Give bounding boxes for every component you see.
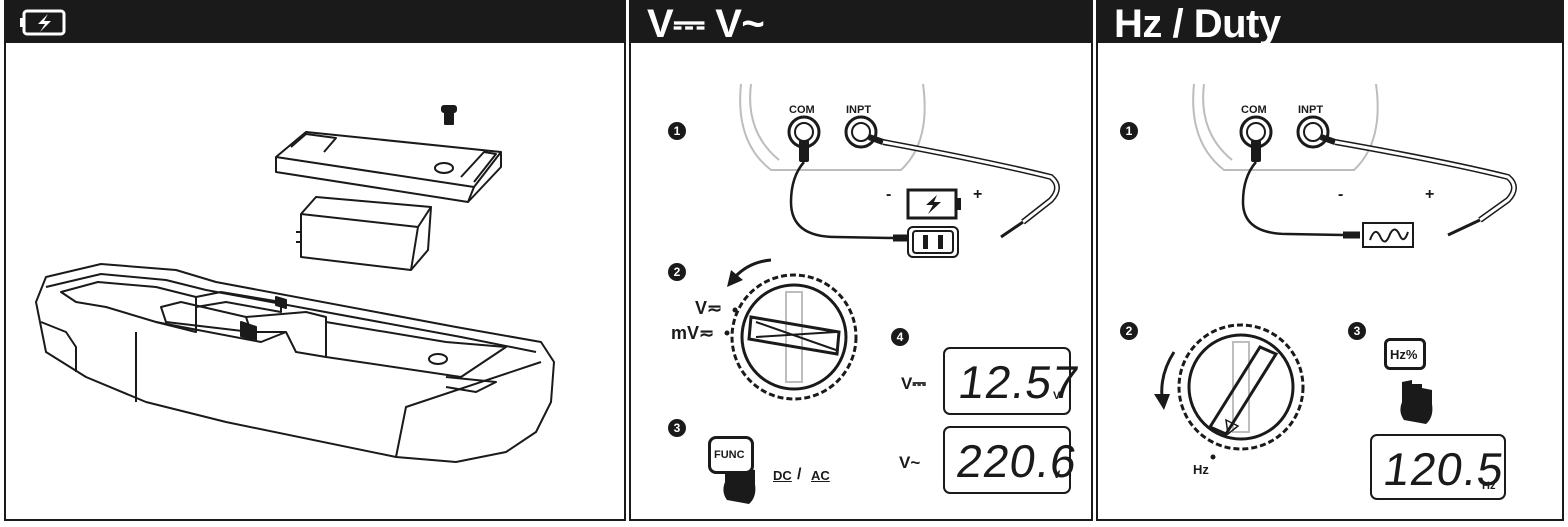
battery-charge-icon (20, 9, 66, 36)
lcd-dc-unit: V (1053, 390, 1061, 402)
lcd-dc-value: 12.57 (955, 356, 1083, 408)
frequency-panel-title: Hz / Duty (1114, 2, 1281, 46)
func-button-label: FUNC (714, 449, 745, 461)
polarity-minus-label: - (886, 186, 892, 203)
mode-separator: / (797, 466, 802, 483)
step-1-marker: 1 (668, 122, 686, 140)
lcd-ac-value: 220.6 (953, 435, 1081, 487)
input-terminal-label: INPT (846, 104, 872, 116)
rotary-dial-icon (1177, 323, 1305, 451)
polarity-plus-label: + (1425, 186, 1435, 203)
step-2-marker: 2 (668, 263, 686, 281)
step-1-marker: 1 (1120, 122, 1138, 140)
com-terminal-label: COM (789, 104, 815, 116)
battery-9v-icon (296, 196, 432, 271)
step-4-marker: 4 (891, 328, 909, 346)
polarity-minus-label: - (1338, 186, 1344, 203)
input-jack-icon (1296, 115, 1337, 149)
battery-exploded-illustration (35, 105, 555, 463)
battery-panel-header (6, 2, 624, 43)
lcd-hz-display: 120.5 Hz (1370, 434, 1508, 500)
waveform-icon (1362, 222, 1414, 248)
mode-ac-label: AC (811, 468, 830, 483)
com-jack-icon (1239, 115, 1273, 162)
lcd-hz-unit: Hz (1482, 480, 1496, 492)
polarity-plus-label: + (973, 186, 983, 203)
battery-test-icon (906, 188, 961, 220)
screw-icon (441, 105, 457, 125)
frequency-panel-header: Hz / Duty (1098, 2, 1562, 46)
battery-cover-icon (275, 131, 502, 203)
input-jack-icon (844, 115, 885, 149)
lcd-ac-display: 220.6 V (943, 426, 1081, 494)
voltage-panel: V⎓ V~ (629, 0, 1093, 521)
battery-panel (4, 0, 626, 521)
voltage-panel-title: V⎓ V~ (647, 2, 765, 46)
reading-dc-label: V⎓ (901, 374, 926, 393)
rotary-dial-icon (730, 273, 858, 401)
lcd-dc-display: 12.57 V (943, 347, 1083, 415)
com-jack-icon (787, 115, 821, 162)
hz-duty-button[interactable]: Hz% (1384, 338, 1426, 370)
lcd-ac-unit: V (1053, 469, 1061, 481)
reading-ac-label: V~ (899, 453, 921, 472)
hz-duty-button-label: Hz% (1390, 347, 1418, 362)
step-3-marker: 3 (668, 419, 686, 437)
input-terminal-label: INPT (1298, 104, 1324, 116)
voltage-panel-header: V⎓ V~ (631, 2, 1091, 46)
step-3-marker: 3 (1348, 322, 1366, 340)
hand-press-icon (1400, 380, 1433, 424)
outlet-icon (907, 226, 959, 258)
dial-v-label: V≂ (695, 298, 723, 318)
mode-dc-label: DC (773, 468, 792, 483)
frequency-illustration (1154, 83, 1517, 460)
clamp-meter-body-icon (35, 263, 555, 463)
func-button[interactable]: FUNC (708, 436, 754, 474)
step-2-marker: 2 (1120, 322, 1138, 340)
dial-mv-label: mV≂ (671, 323, 715, 343)
dial-hz-label: Hz (1193, 462, 1209, 477)
frequency-panel: Hz / Duty (1096, 0, 1564, 521)
com-terminal-label: COM (1241, 104, 1267, 116)
